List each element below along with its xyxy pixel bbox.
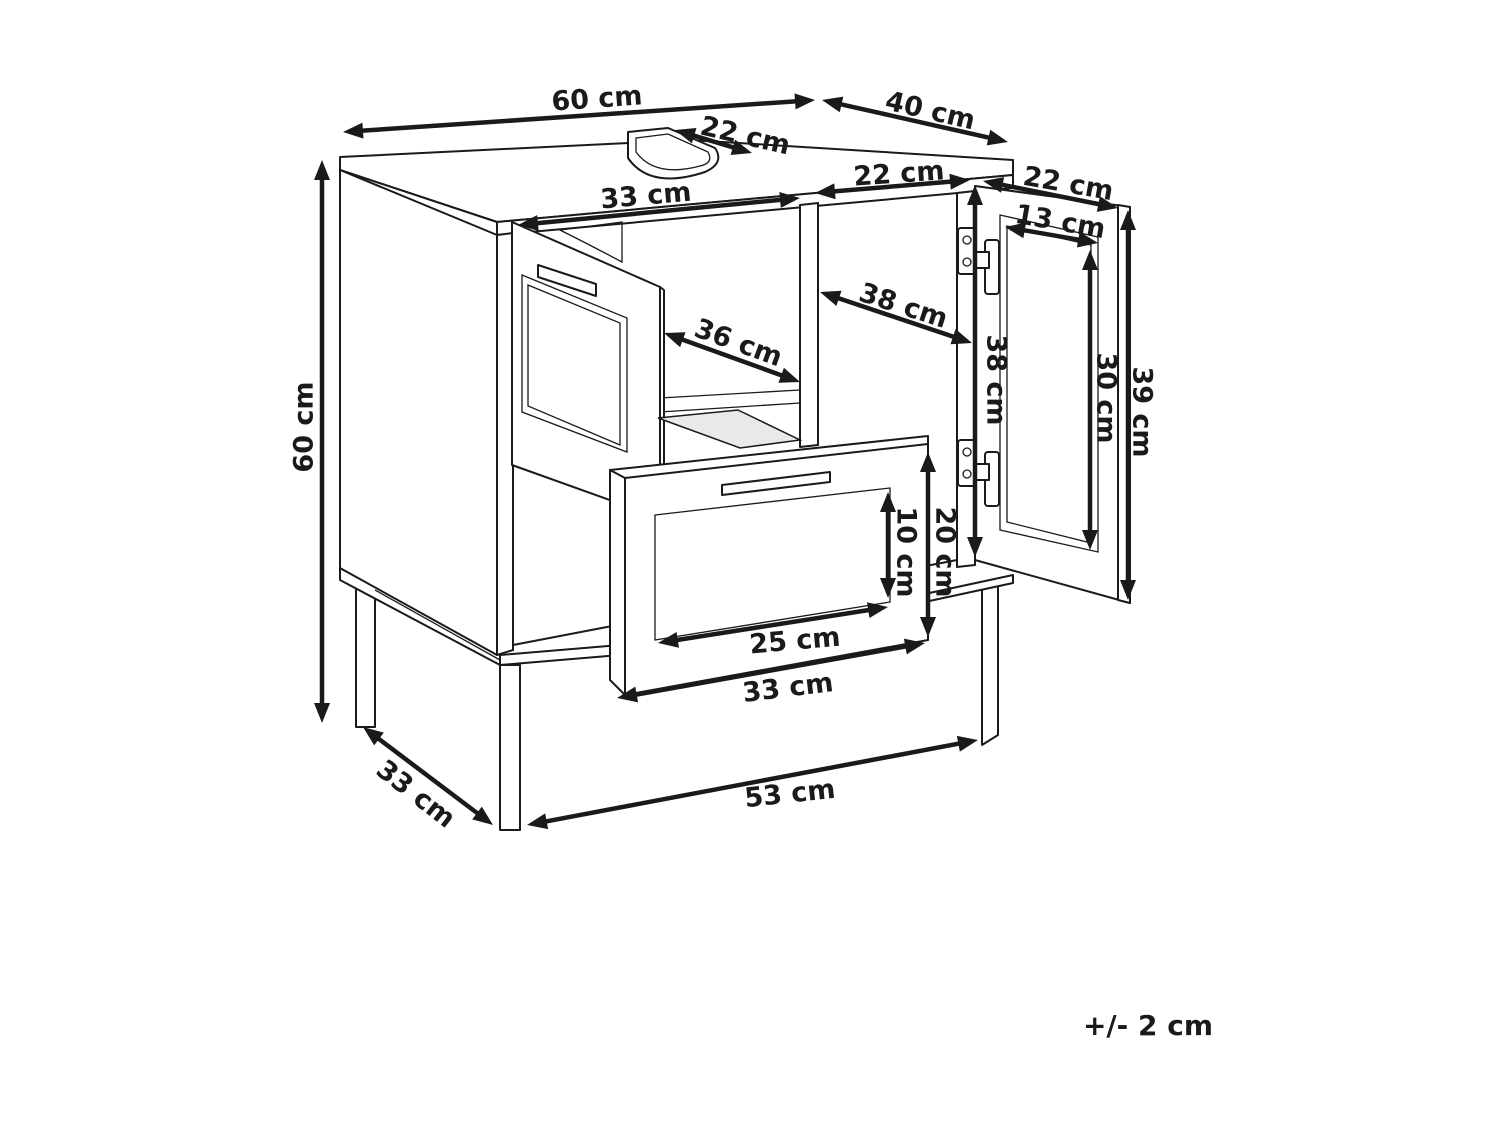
upper-drawer-handle [537, 264, 597, 297]
dimension-line [835, 101, 995, 141]
dimension-line [630, 643, 912, 698]
dimension-label: 39 cm [1127, 366, 1158, 457]
dimension-top-depth: 40 cm [822, 86, 1008, 146]
arrowhead [920, 452, 936, 472]
dimension-cabinet-height: 38 cm [967, 185, 1012, 557]
arrowhead [1120, 210, 1136, 230]
arrowhead [779, 191, 800, 208]
arrowhead [967, 185, 983, 205]
dimension-line [531, 197, 787, 226]
cabinet-illustration [339, 127, 1131, 831]
dimension-line [356, 98, 802, 134]
arrowhead [527, 813, 549, 830]
arrowhead [1082, 250, 1098, 270]
arrowhead [658, 632, 679, 648]
arrowhead [1076, 231, 1098, 248]
arrowhead [730, 139, 752, 155]
arrowhead [343, 122, 364, 139]
arrowhead [363, 727, 384, 746]
dimension-overall-height: 60 cm [289, 160, 330, 723]
dimension-drawer-width: 33 cm [617, 638, 925, 709]
dimension-line [540, 740, 965, 825]
arrowhead [314, 703, 330, 723]
dimension-label: 20 cm [930, 506, 961, 597]
arrowhead [903, 638, 925, 655]
arrowhead [949, 173, 970, 190]
arrowhead [815, 183, 836, 200]
dimension-label: 30 cm [1091, 352, 1122, 443]
arrowhead [920, 617, 936, 637]
dimension-door-height: 39 cm [1120, 210, 1158, 600]
dimension-line [671, 607, 875, 643]
dimension-line [676, 336, 788, 379]
dimension-line [832, 294, 960, 341]
dimension-label: 40 cm [882, 86, 978, 137]
arrowhead [314, 160, 330, 180]
lower-drawer-handle [721, 471, 831, 496]
dimension-line [373, 734, 483, 818]
tolerance-note: +/- 2 cm [1083, 1009, 1213, 1042]
dimension-label: 60 cm [550, 80, 643, 117]
dimension-line [1018, 227, 1085, 243]
arrowhead [967, 537, 983, 557]
dimension-label: 38 cm [981, 334, 1012, 425]
arrowhead [880, 578, 896, 598]
dimension-drawer-height: 20 cm [920, 452, 961, 637]
arrowhead [1082, 530, 1098, 550]
dimension-line [996, 181, 1105, 208]
sink-cutout [627, 127, 720, 180]
arrowhead [986, 129, 1008, 146]
dimension-line [688, 132, 739, 151]
arrowhead [880, 492, 896, 512]
lower-drawer [609, 409, 929, 696]
arrowhead [794, 93, 815, 110]
arrowhead [983, 177, 1005, 193]
dimension-label: 10 cm [891, 506, 922, 597]
dimension-upper-drawer-depth: 36 cm [664, 313, 800, 383]
dimension-drawer-inner-width: 25 cm [658, 602, 888, 660]
arrowhead [518, 215, 539, 232]
dimension-label: 38 cm [855, 277, 951, 335]
arrowhead [664, 332, 686, 348]
arrowhead [950, 329, 972, 345]
dimension-drawer-opening-width: 33 cm [518, 177, 800, 232]
arrowhead [778, 367, 800, 383]
dimension-base-depth: 33 cm [363, 727, 493, 834]
arrowhead [867, 602, 888, 618]
upper-drawer [511, 221, 665, 521]
arrowhead [822, 96, 844, 113]
dimension-drawer-inner-height: 10 cm [880, 492, 922, 598]
dimension-line [828, 179, 957, 194]
dimension-shelf-depth: 38 cm [820, 277, 972, 345]
dimension-base-width: 53 cm [527, 735, 978, 830]
arrowhead [617, 686, 639, 703]
arrowhead [675, 128, 697, 144]
arrowhead [1120, 580, 1136, 600]
arrowhead [956, 735, 978, 752]
dimension-label: 60 cm [289, 381, 320, 472]
arrowhead [1096, 196, 1118, 212]
arrowhead [1005, 222, 1027, 239]
dimension-door-inner-height: 30 cm [1082, 250, 1122, 550]
dimension-label: 36 cm [690, 313, 786, 373]
dimension-top-width: 60 cm [343, 80, 815, 139]
arrowhead [820, 290, 842, 306]
dimension-label: 22 cm [852, 155, 945, 192]
dimension-shelf-width: 22 cm [815, 155, 970, 200]
arrowhead [472, 806, 493, 825]
